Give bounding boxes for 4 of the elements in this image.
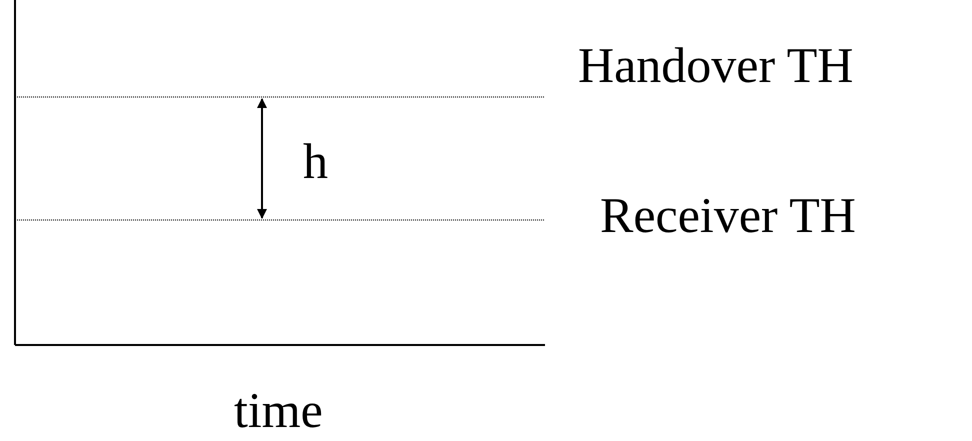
dimension-label: h [303,136,328,186]
threshold-label: Handover TH [578,40,854,90]
threshold-label: Receiver TH [600,190,856,240]
axis-label: time [234,385,323,435]
